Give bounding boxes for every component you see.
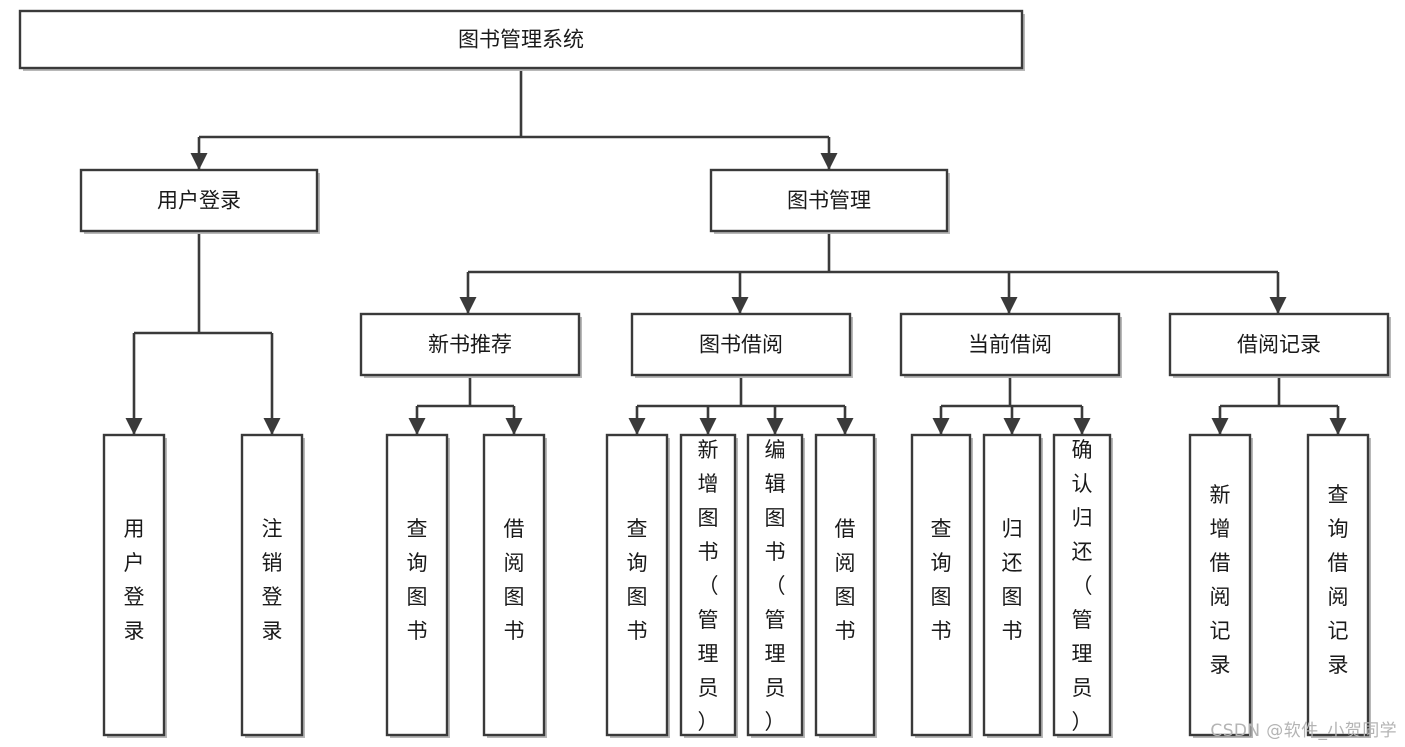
node-leaf-logout-login-box[interactable] — [240, 433, 304, 737]
node-user-login-label: 用户登录 — [157, 189, 241, 213]
node-new-book-recommend-box[interactable] — [359, 312, 581, 377]
node-leaf-query-book-2-box[interactable] — [605, 433, 669, 737]
node-user-login-box[interactable] — [79, 168, 319, 233]
level3-connector-3-arrow — [1269, 297, 1287, 314]
user-login-leaf-connector-1-arrow — [263, 418, 281, 435]
current-borrow-leaf-connector-0-arrow — [932, 418, 950, 435]
node-leaf-confirm-return-box[interactable] — [1052, 433, 1112, 737]
new-book-recommend-leaf-connector-0-arrow — [408, 418, 426, 435]
node-leaf-edit-book-label: 编辑图书（管理员） — [765, 438, 786, 734]
node-book-manage-box[interactable] — [709, 168, 949, 233]
borrow-record-leaf-connector-0-arrow — [1211, 418, 1229, 435]
node-leaf-query-borrow-record-label: 查询借阅记录 — [1328, 483, 1349, 677]
node-leaf-return-book-label: 归还图书 — [1002, 517, 1023, 643]
csdn-watermark: CSDN @软件_小贺同学 — [1210, 721, 1397, 741]
level2-connector-1-arrow — [820, 153, 838, 170]
node-leaf-borrow-book-1-box[interactable] — [482, 433, 546, 737]
node-leaf-user-login-box[interactable] — [102, 433, 166, 737]
node-layer: 图书管理系统用户登录图书管理新书推荐图书借阅当前借阅借阅记录用户登录注销登录查询… — [18, 9, 1391, 738]
node-new-book-recommend-label: 新书推荐 — [428, 333, 512, 357]
book-borrow-leaf-connector-1-arrow — [699, 418, 717, 435]
current-borrow-leaf-connector-1-arrow — [1003, 418, 1021, 435]
node-leaf-add-book-label: 新增图书（管理员） — [698, 438, 719, 734]
new-book-recommend-leaf-connector-1-arrow — [505, 418, 523, 435]
node-leaf-return-book-box[interactable] — [982, 433, 1042, 737]
node-current-borrow-label: 当前借阅 — [968, 333, 1052, 357]
node-leaf-confirm-return-label: 确认归还（管理员） — [1072, 438, 1093, 734]
node-leaf-edit-book-box[interactable] — [746, 433, 804, 737]
node-leaf-add-borrow-record-box[interactable] — [1188, 433, 1252, 737]
node-leaf-query-book-3-label: 查询图书 — [931, 517, 952, 643]
node-book-borrow-box[interactable] — [630, 312, 852, 377]
node-leaf-borrow-book-2-box[interactable] — [814, 433, 876, 737]
root-node-图书管理系统-label: 图书管理系统 — [458, 28, 584, 52]
book-borrow-leaf-connector-3-arrow — [836, 418, 854, 435]
node-book-manage-label: 图书管理 — [787, 189, 871, 213]
node-current-borrow-box[interactable] — [899, 312, 1121, 377]
node-leaf-query-book-2-label: 查询图书 — [627, 517, 648, 643]
node-leaf-logout-login-label: 注销登录 — [262, 517, 283, 643]
node-leaf-query-book-3-box[interactable] — [910, 433, 972, 737]
user-login-leaf-connector-0-arrow — [125, 418, 143, 435]
borrow-record-leaf-connector-1-arrow — [1329, 418, 1347, 435]
level2-connector-0-arrow — [190, 153, 208, 170]
level3-connector-2-arrow — [1000, 297, 1018, 314]
node-leaf-add-book-box[interactable] — [679, 433, 737, 737]
level3-connector-0-arrow — [459, 297, 477, 314]
book-borrow-leaf-connector-0-arrow — [628, 418, 646, 435]
node-leaf-user-login-label: 用户登录 — [124, 517, 145, 643]
node-leaf-query-borrow-record-box[interactable] — [1306, 433, 1370, 737]
root-node-图书管理系统-box[interactable] — [18, 9, 1024, 70]
current-borrow-leaf-connector-2-arrow — [1073, 418, 1091, 435]
node-book-borrow-label: 图书借阅 — [699, 333, 783, 357]
node-leaf-borrow-book-1-label: 借阅图书 — [504, 517, 525, 643]
book-borrow-leaf-connector-2-arrow — [766, 418, 784, 435]
node-borrow-record-label: 借阅记录 — [1237, 333, 1321, 357]
node-leaf-add-borrow-record-label: 新增借阅记录 — [1210, 483, 1231, 677]
level3-connector-1-arrow — [731, 297, 749, 314]
connector-layer — [125, 68, 1347, 435]
node-borrow-record-box[interactable] — [1168, 312, 1390, 377]
node-leaf-query-book-1-label: 查询图书 — [407, 517, 428, 643]
node-leaf-borrow-book-2-label: 借阅图书 — [835, 517, 856, 643]
node-leaf-query-book-1-box[interactable] — [385, 433, 449, 737]
